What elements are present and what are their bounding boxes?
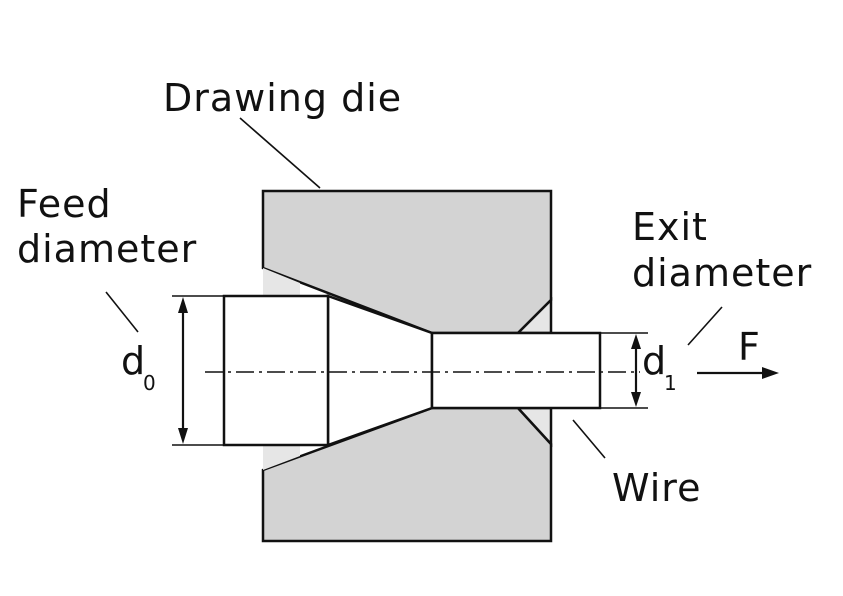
die-entry-relief-lower <box>263 445 300 470</box>
d1-dimension <box>600 332 648 409</box>
d0-label: d <box>121 339 146 383</box>
wire-exit-section <box>430 331 602 410</box>
drawing-die <box>261 189 553 543</box>
die-entry-relief-upper <box>263 268 300 296</box>
feed-diameter-label-line2: diameter <box>17 227 197 271</box>
drawing-die-leader <box>239 117 321 189</box>
wire-label: Wire <box>612 466 701 510</box>
exit-diameter-label-line1: Exit <box>632 205 708 249</box>
wire-leader <box>572 419 606 459</box>
d1-subscript: 1 <box>664 371 678 395</box>
force-arrow <box>697 367 779 379</box>
feed-diameter-leader <box>105 291 139 333</box>
exit-diameter-leader <box>687 306 723 346</box>
feed-diameter-label-line1: Feed <box>17 182 112 226</box>
force-label: F <box>738 325 761 369</box>
d0-subscript: 0 <box>143 371 157 395</box>
d0-dimension <box>172 295 224 446</box>
wire-feed-section <box>222 294 330 447</box>
exit-diameter-label-line2: diameter <box>632 251 812 295</box>
drawing-die-label: Drawing die <box>163 76 402 120</box>
d1-label: d <box>642 339 667 383</box>
wire <box>222 294 602 447</box>
